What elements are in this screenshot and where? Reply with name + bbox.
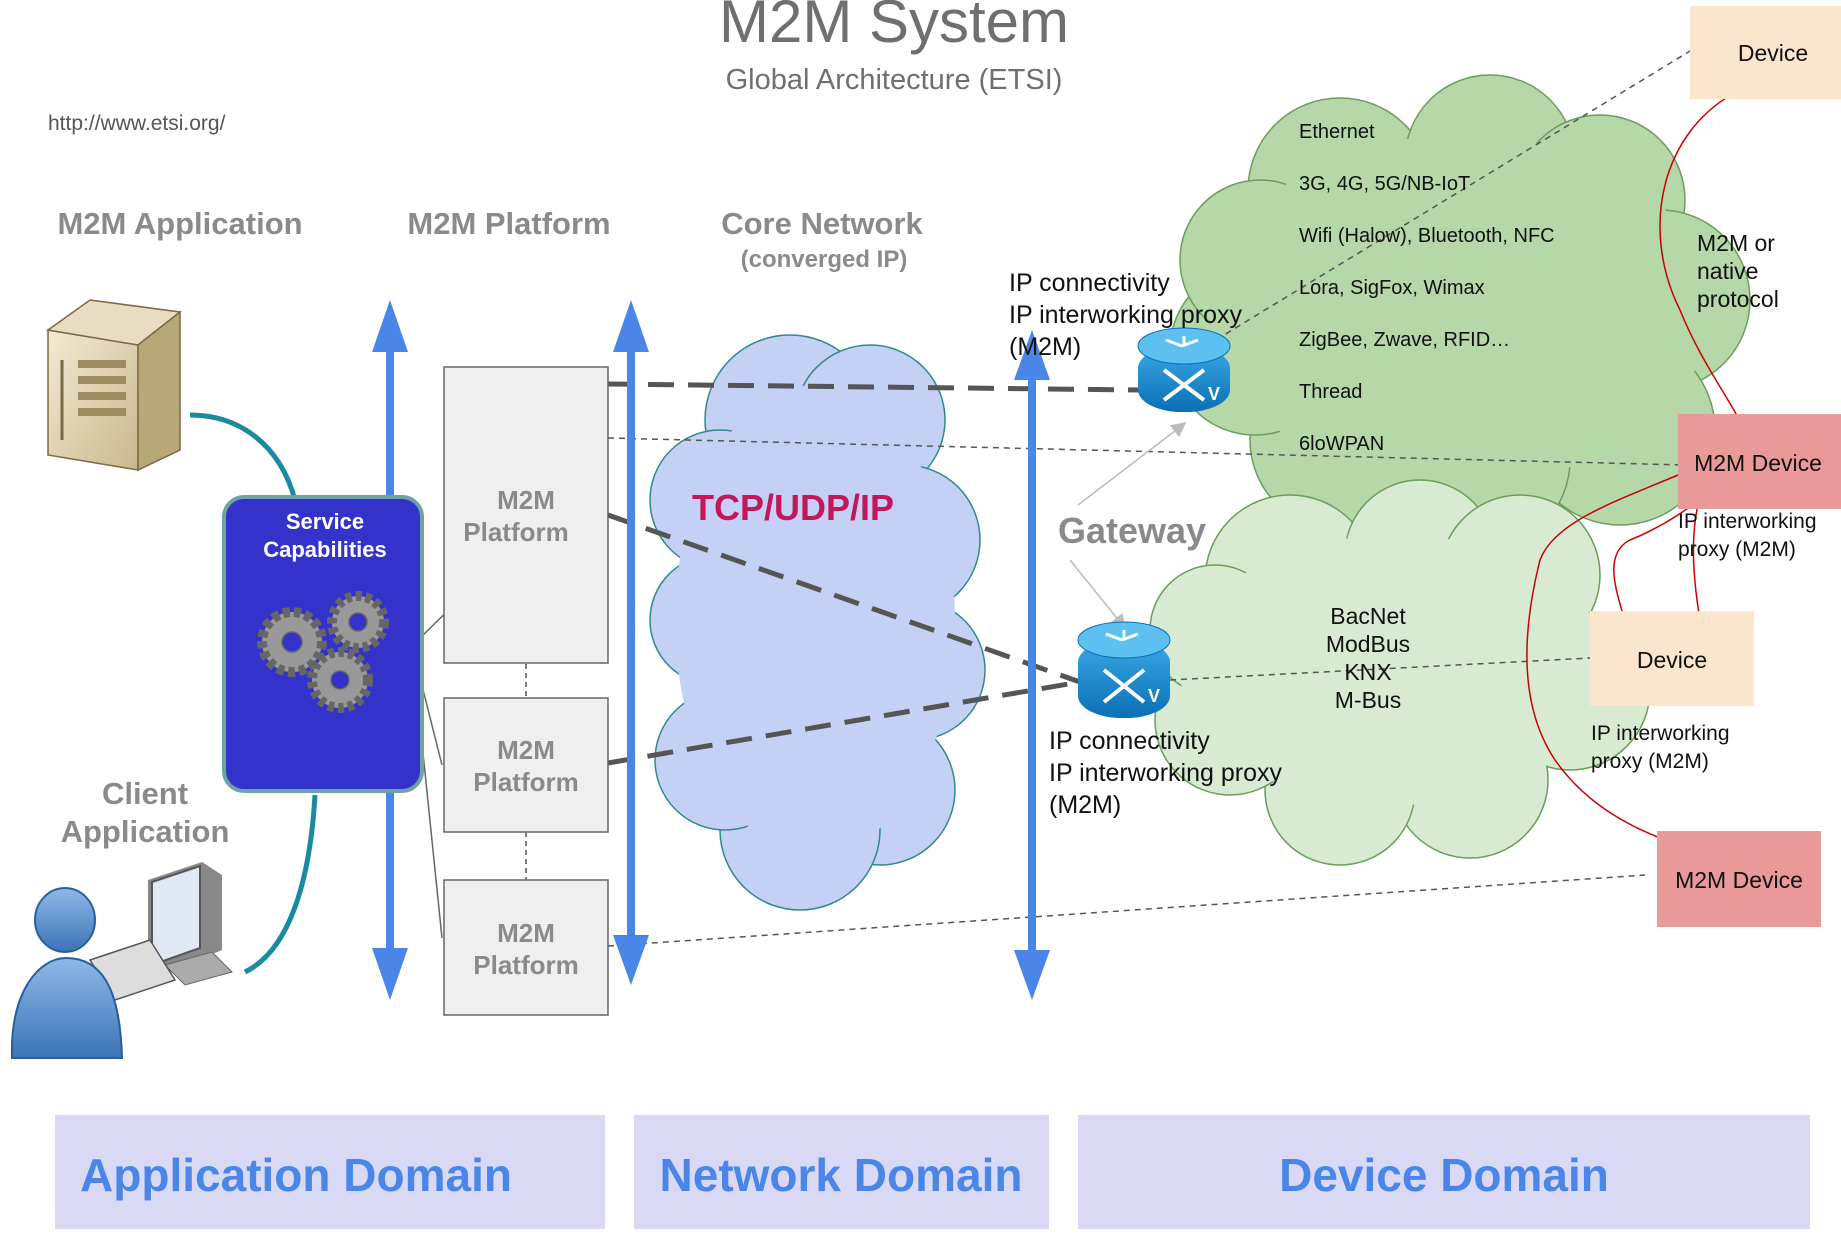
service-capabilities-label-line2: Capabilities (263, 537, 386, 562)
m2m-platform-2: M2M Platform (443, 697, 609, 833)
device-top-label: Device (1738, 40, 1808, 66)
platform-2-label-line2: Platform (473, 767, 578, 797)
service-capabilities-label-line1: Service (286, 509, 364, 534)
diagram-subtitle: Global Architecture (ETSI) (726, 64, 1063, 96)
gateway-label: Gateway (1058, 510, 1206, 551)
platform-1-label-line2: Platform (463, 517, 568, 547)
diagram-title: M2M System (719, 0, 1069, 55)
fieldbus-item: ModBus (1326, 631, 1410, 657)
gateway-top-label-line2: IP interworking proxy (1009, 301, 1242, 329)
app-links (189, 412, 318, 975)
gears-icon (257, 591, 389, 713)
device-top: Device (1690, 6, 1841, 99)
protocol-item: 3G, 4G, 5G/NB-IoT (1299, 173, 1470, 195)
platform-2-label-line1: M2M (497, 735, 555, 765)
proxy-lower-label-line1: IP interworking (1591, 722, 1730, 745)
core-network-cloud (649, 334, 986, 911)
column-heading-core-network: Core Network (721, 206, 923, 241)
wireless-cloud (1169, 74, 1751, 551)
fieldbus-protocol-list: BacNet ModBus KNX M-Bus (1326, 603, 1410, 713)
protocol-item: ZigBee, Zwave, RFID… (1299, 329, 1510, 351)
gateway-bottom-label-line1: IP connectivity (1049, 727, 1210, 755)
server-icon (46, 299, 182, 472)
gateway-bottom-label-line3: (M2M) (1049, 791, 1121, 819)
network-domain-label: Network Domain (660, 1149, 1023, 1201)
domain-bands: Application Domain Network Domain Device… (55, 1115, 1810, 1229)
native-protocol-label-line1: M2M or (1697, 230, 1775, 256)
gateway-top-label-line1: IP connectivity (1009, 269, 1170, 297)
platform-3-label-line2: Platform (473, 950, 578, 980)
core-protocol-label: TCP/UDP/IP (692, 487, 894, 528)
m2m-device-upper: M2M Device (1678, 414, 1841, 509)
proxy-upper-label-line2: proxy (M2M) (1678, 538, 1796, 561)
protocol-item: Wifi (Halow), Bluetooth, NFC (1299, 225, 1555, 247)
protocol-item: 6loWPAN (1299, 433, 1384, 455)
client-application-label-line2: Application (61, 814, 230, 849)
platform-1-label-line1: M2M (497, 485, 555, 515)
gateway-router-top-icon: V (1137, 327, 1231, 412)
gateway-top-label-line3: (M2M) (1009, 333, 1081, 361)
fieldbus-item: BacNet (1330, 603, 1406, 629)
m2m-device-lower-label: M2M Device (1675, 867, 1803, 893)
platform-links (525, 47, 1696, 947)
fieldbus-item: KNX (1344, 659, 1391, 685)
m2m-device-lower: M2M Device (1657, 831, 1821, 927)
protocol-item: Ethernet (1299, 121, 1375, 143)
source-url: http://www.etsi.org/ (48, 112, 226, 135)
client-application-label-line1: Client (102, 776, 188, 811)
gateway-bottom-label-line2: IP interworking proxy (1049, 759, 1282, 787)
proxy-upper-label-line1: IP interworking (1678, 510, 1817, 533)
m2m-platform-1: M2M Platform (443, 366, 609, 664)
column-subheading-core-network: (converged IP) (741, 246, 908, 273)
native-protocol-label-line3: protocol (1697, 286, 1779, 312)
device-domain-label: Device Domain (1279, 1149, 1609, 1201)
native-protocol-label-line2: native (1697, 258, 1758, 284)
wireless-protocol-list: Ethernet 3G, 4G, 5G/NB-IoT Wifi (Halow),… (1299, 121, 1555, 455)
protocol-item: Thread (1299, 381, 1362, 403)
m2m-device-upper-label: M2M Device (1694, 450, 1822, 476)
service-capabilities-box: Service Capabilities (222, 495, 424, 793)
svg-text:V: V (1208, 384, 1220, 404)
application-domain-label: Application Domain (80, 1149, 512, 1201)
device-mid-label: Device (1637, 647, 1707, 673)
user-computer-icon (10, 862, 233, 1059)
column-heading-application: M2M Application (57, 206, 302, 241)
protocol-item: Lora, SigFox, Wimax (1299, 277, 1485, 299)
fieldbus-item: M-Bus (1335, 687, 1401, 713)
svg-text:V: V (1148, 686, 1160, 706)
fieldbus-cloud (1149, 479, 1651, 866)
column-heading-platform: M2M Platform (407, 206, 610, 241)
platform-3-label-line1: M2M (497, 918, 555, 948)
proxy-lower-label-line2: proxy (M2M) (1591, 750, 1709, 773)
device-mid: Device (1590, 611, 1754, 706)
gateway-router-bottom-icon: V (1077, 621, 1171, 718)
m2m-platform-3: M2M Platform (443, 879, 609, 1016)
